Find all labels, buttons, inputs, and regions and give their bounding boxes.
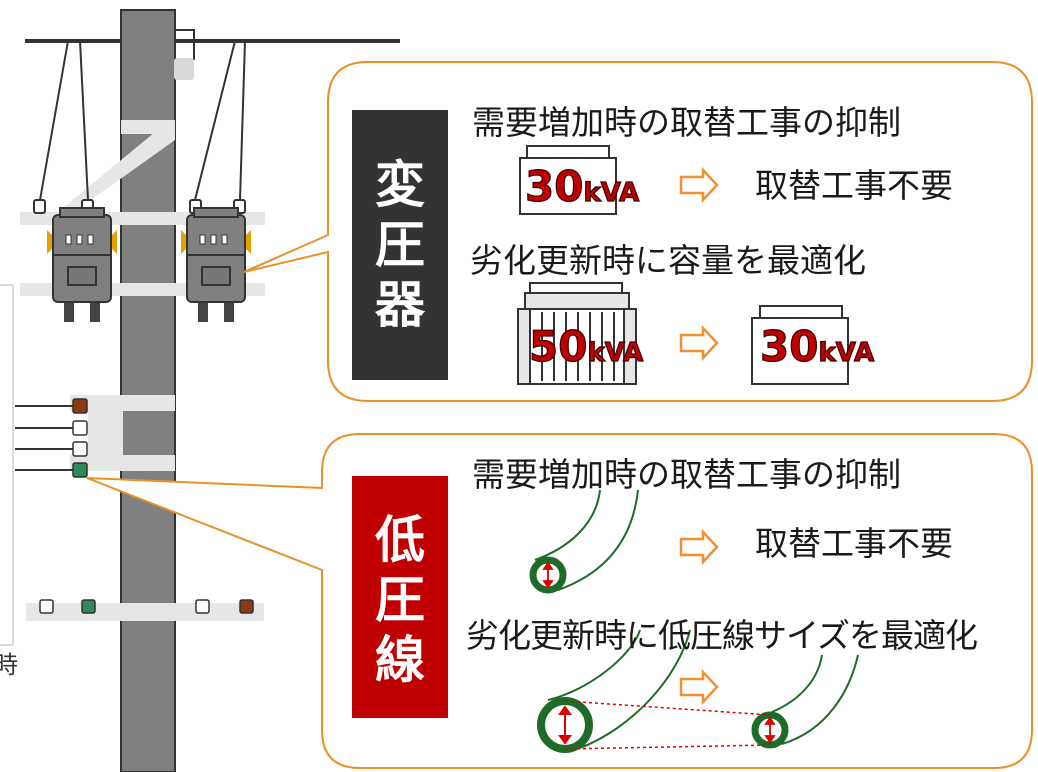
transformer-icon-growth xyxy=(519,145,617,215)
transformer-no-replacement: 取替工事不要 xyxy=(755,166,953,205)
capacity-number: 50 xyxy=(528,321,588,371)
top-fitting xyxy=(174,58,194,80)
transformer-icon-small xyxy=(751,305,849,385)
lowvoltage-renewal-heading: 劣化更新時に低圧線サイズを最適化 xyxy=(466,616,978,655)
capacity-number: 30 xyxy=(759,321,819,371)
left-edge-fragment: 時 xyxy=(0,651,18,679)
arrow-right-icon xyxy=(679,528,719,566)
capacity-unit: kVA xyxy=(583,177,640,208)
arrow-right-icon xyxy=(679,166,719,204)
renewal-to-label: 30kVA xyxy=(759,321,875,371)
size-arrow-icon xyxy=(558,705,572,745)
capacity-unit: kVA xyxy=(818,337,875,368)
insulator-white xyxy=(72,420,88,436)
cable-icon-small xyxy=(771,654,859,745)
lowvoltage-tag-bg xyxy=(352,476,448,718)
tag-char: 線 xyxy=(375,631,425,689)
comparison-dotted-lines xyxy=(564,700,771,750)
cable-icon-large xyxy=(547,629,691,749)
low-voltage-wires xyxy=(15,405,73,471)
cable-icon-growth xyxy=(534,489,639,591)
top-hook xyxy=(175,29,195,60)
growth-capacity-label: 30kVA xyxy=(524,161,640,211)
insulator-white xyxy=(39,599,54,614)
transformer-tag-bg xyxy=(352,110,448,380)
tag-char: 器 xyxy=(375,276,425,334)
insulator-brown xyxy=(72,398,88,414)
insulator-brown xyxy=(239,599,254,614)
size-arrow-icon xyxy=(764,716,776,744)
arrow-right-icon xyxy=(679,324,719,362)
tag-char: 圧 xyxy=(375,216,425,274)
transformer-growth-heading: 需要増加時の取替工事の抑制 xyxy=(472,103,901,142)
tag-char: 圧 xyxy=(375,571,425,629)
tag-char: 低 xyxy=(375,511,425,569)
transformer-tag: 変 圧 器 xyxy=(352,155,448,335)
capacity-number: 30 xyxy=(524,161,584,211)
insulator-green xyxy=(81,599,96,614)
tag-char: 変 xyxy=(375,156,425,214)
capacity-unit: kVA xyxy=(587,337,644,368)
callout-lowvoltage xyxy=(86,433,1033,769)
pole-transformer-left xyxy=(47,207,117,322)
transformer-icon-large xyxy=(517,282,637,385)
pole-transformer-right xyxy=(181,207,251,322)
insulator-green xyxy=(72,462,88,478)
renewal-from-label: 50kVA xyxy=(528,321,644,371)
lowvoltage-no-replacement: 取替工事不要 xyxy=(755,524,953,563)
lowvoltage-tag: 低 圧 線 xyxy=(352,510,448,690)
lead-wires xyxy=(39,40,246,201)
insulator-white xyxy=(195,599,210,614)
lowvoltage-growth-heading: 需要増加時の取替工事の抑制 xyxy=(472,455,901,494)
insulator-white xyxy=(72,441,88,457)
arrow-right-icon xyxy=(679,668,719,706)
transformer-renewal-heading: 劣化更新時に容量を最適化 xyxy=(470,241,866,280)
size-arrow-icon xyxy=(542,561,554,589)
left-frame xyxy=(0,284,14,646)
